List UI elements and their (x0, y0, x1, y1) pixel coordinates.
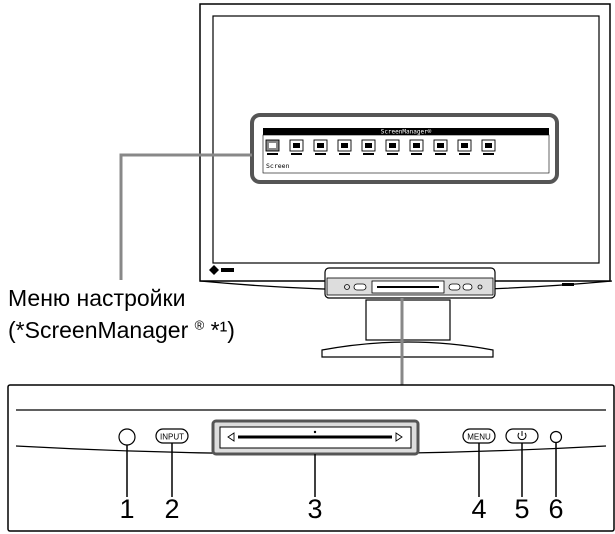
callout-6: 6 (548, 494, 564, 524)
pip-icon (337, 139, 352, 155)
front-controls-small (324, 267, 496, 299)
info-icon (433, 139, 448, 155)
adjust-icon (385, 139, 400, 155)
power-indicator-sensor (118, 428, 136, 446)
input-button-label: INPUT (160, 433, 184, 442)
color-icon (289, 139, 304, 155)
osd-menu: ScreenManager® Screen (250, 113, 559, 184)
osd-selected-caption: Screen (266, 162, 290, 170)
size-icon (409, 139, 424, 155)
registered-mark: ® (194, 317, 205, 333)
brand-logo (209, 265, 234, 275)
return-icon (481, 139, 496, 155)
slider-control[interactable] (211, 419, 420, 456)
menu-label-line1: Меню настройки (8, 285, 186, 311)
osd-title: ScreenManager® (381, 129, 432, 136)
power-led (549, 430, 563, 444)
callout-4: 4 (471, 494, 487, 524)
picture-icon (361, 139, 376, 155)
menu-label-prefix: (*ScreenManager (8, 317, 189, 343)
callout-3: 3 (307, 494, 323, 524)
detail-frame (7, 384, 615, 532)
menu-label-line2: (*ScreenManager ® *¹) (8, 317, 235, 344)
power-button[interactable] (505, 428, 539, 444)
sound-icon (313, 139, 328, 155)
screen-icon (265, 139, 280, 155)
callout-5: 5 (514, 494, 530, 524)
callout-lines (126, 442, 557, 497)
callout-2: 2 (164, 494, 180, 524)
menu-button-label: MENU (467, 433, 491, 442)
osd-leader-line (119, 153, 252, 280)
footnote-mark: *¹) (210, 317, 235, 343)
monitor-stand (321, 299, 494, 358)
person-icon (457, 139, 472, 155)
callout-1: 1 (119, 494, 135, 524)
